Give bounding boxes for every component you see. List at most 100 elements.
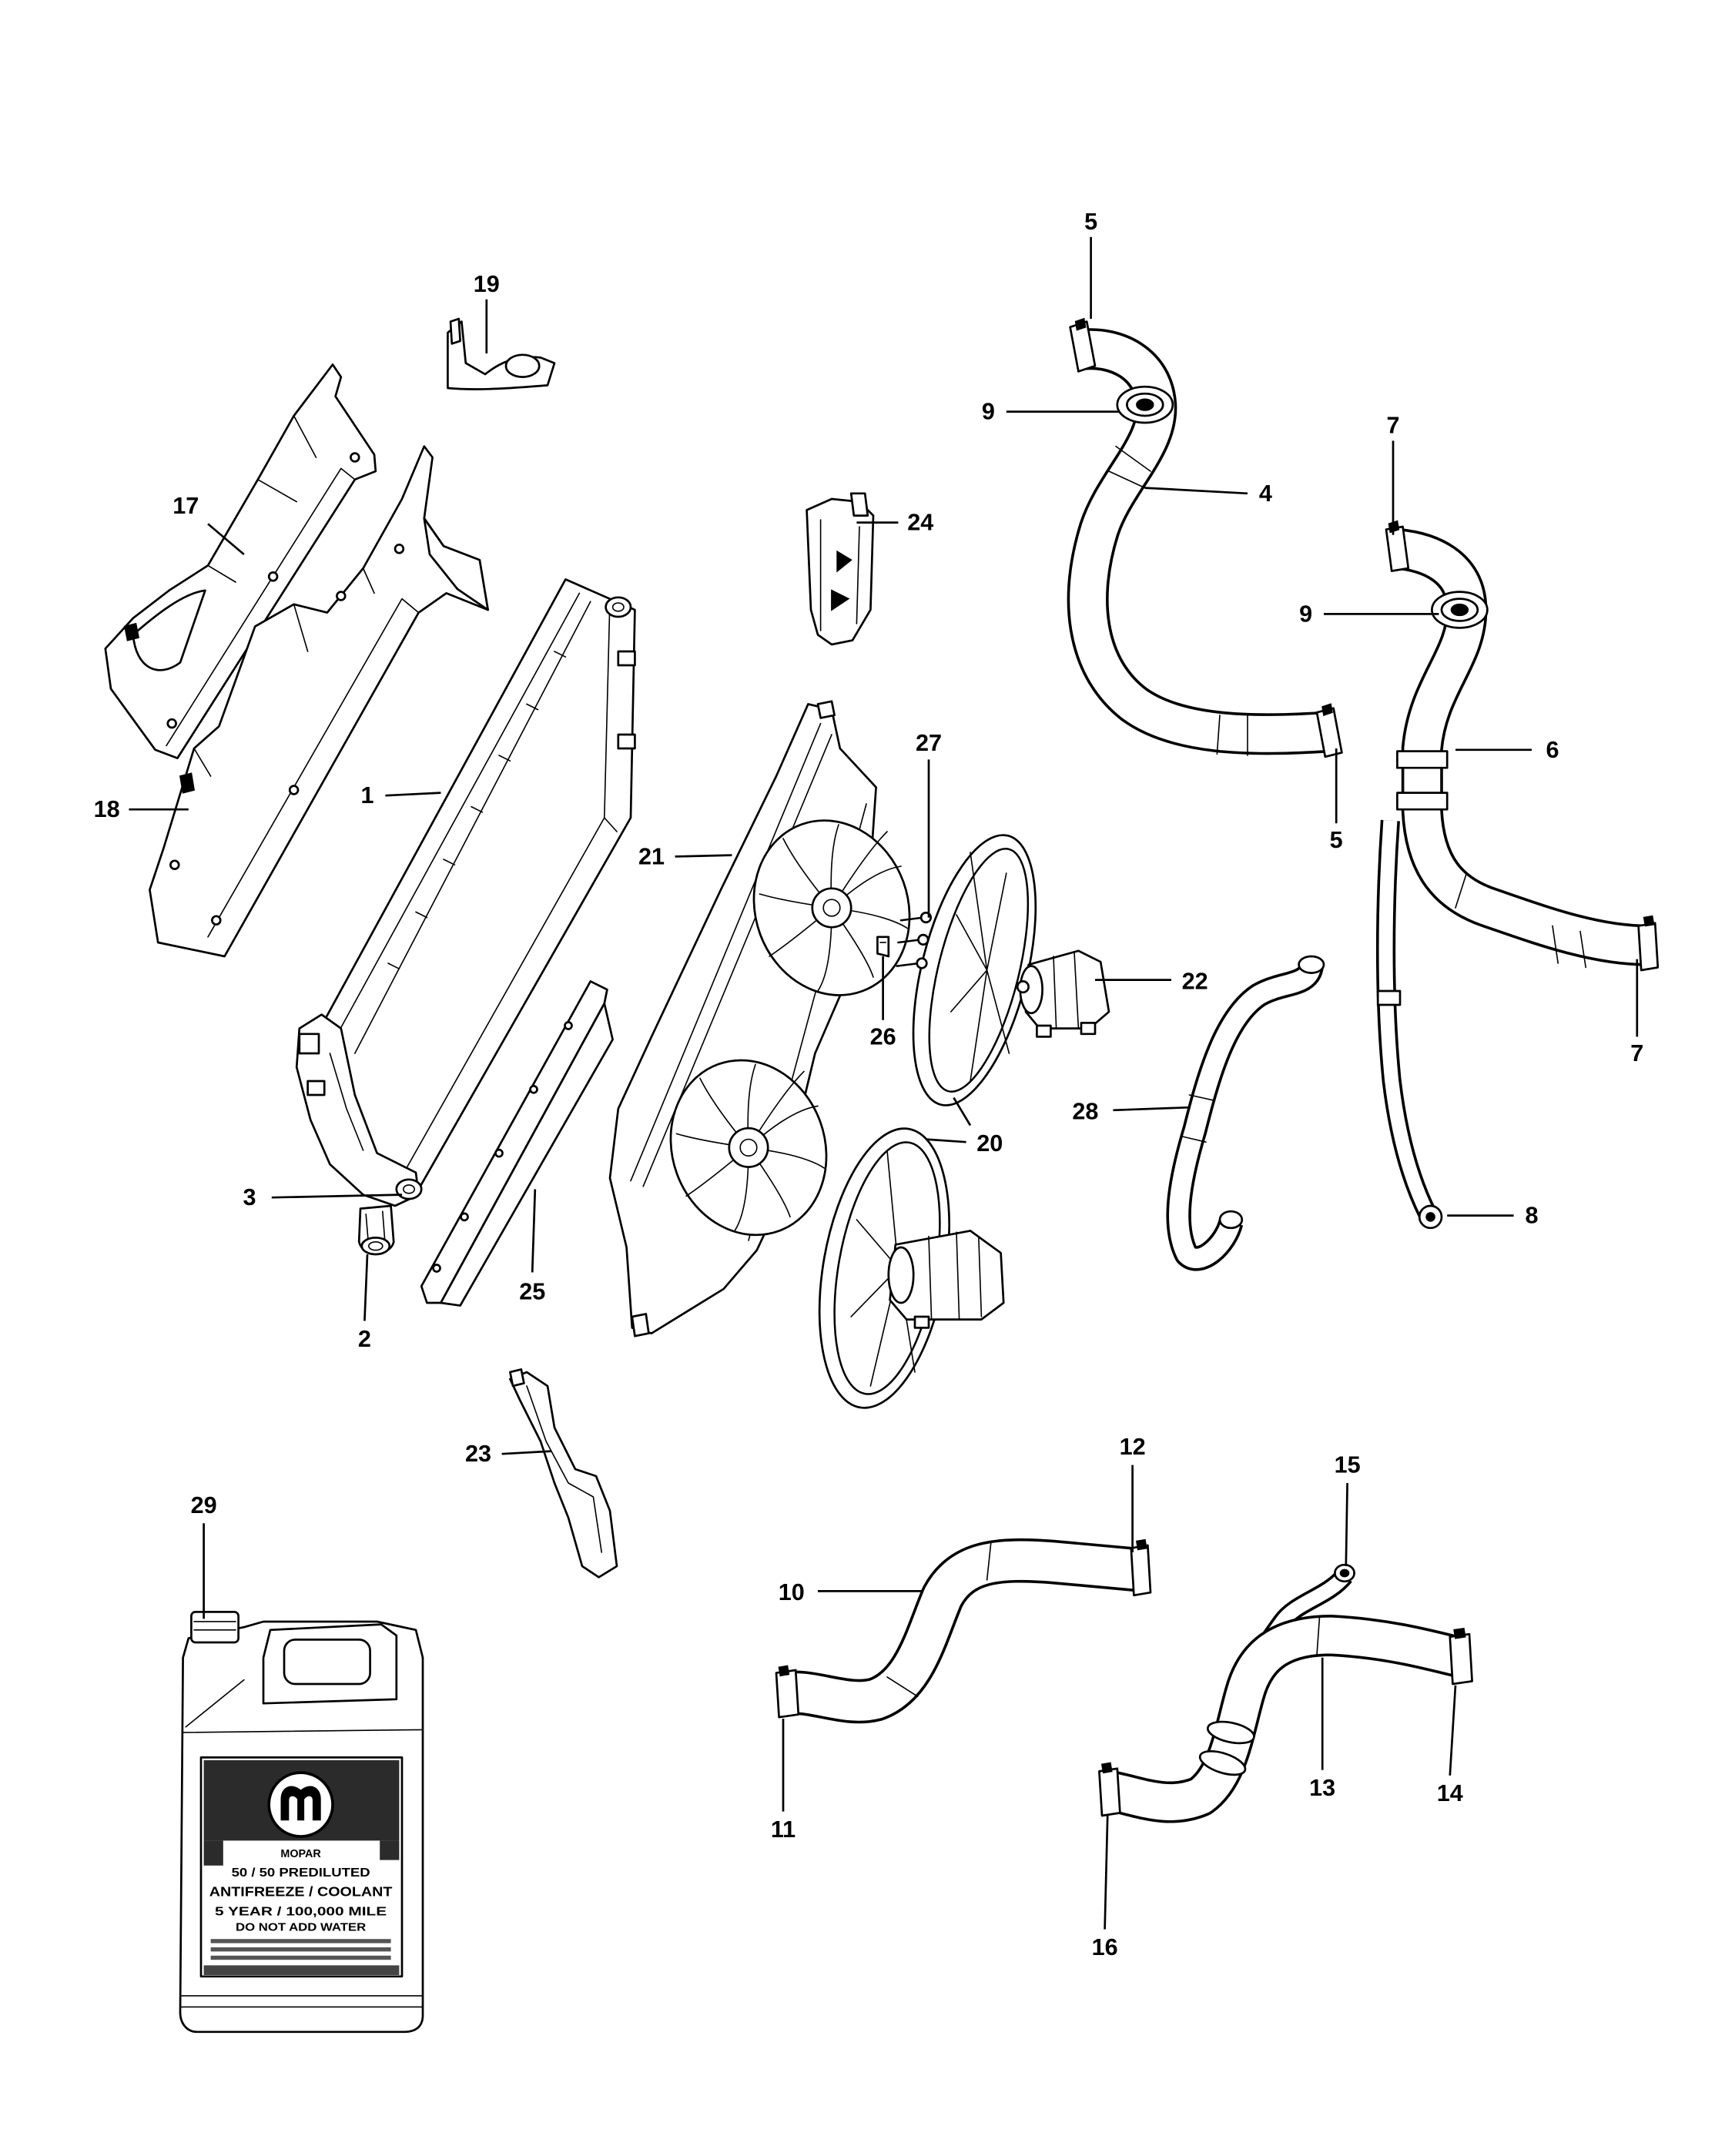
part-1-radiator-detail	[353, 601, 591, 1054]
part-18-air-deflector-detail	[423, 517, 489, 611]
callout-18: 18	[94, 796, 120, 822]
part-24-bracket-detail	[836, 550, 852, 573]
hose-band	[1396, 750, 1449, 769]
leader-line-20-lower	[926, 1138, 966, 1143]
callout-4: 4	[1259, 480, 1272, 507]
part-20-fan-lower	[818, 1127, 1005, 1409]
part-21-fan-shroud-detail	[816, 700, 836, 719]
lower-fan-motor-detail	[889, 1230, 1005, 1321]
part-5-clamp-lower	[1315, 703, 1343, 758]
part-20-fan-upper-detail	[950, 852, 1010, 1082]
part-19-bracket-detail	[504, 353, 541, 378]
part-4-radiator-hose	[1067, 317, 1343, 758]
callout-3: 3	[243, 1184, 256, 1210]
part-1-radiator-detail	[611, 602, 625, 612]
part-3-outlet-fitting-detail	[395, 1178, 423, 1200]
part-10-heater-hose	[775, 1538, 1152, 1724]
part-27-screws	[896, 911, 933, 969]
part-24-bracket-detail	[819, 519, 860, 631]
part-1-radiator-detail	[617, 733, 636, 750]
part-11-clamp-detail	[775, 1669, 800, 1719]
jug-line-predilute: 50 / 50 PREDILUTED	[232, 1866, 370, 1880]
part-27-screws-detail	[896, 916, 925, 967]
part-7-clamp-lower	[1637, 915, 1660, 972]
part-18-air-deflector	[149, 445, 489, 958]
part-2-drain-petcock-detail	[367, 1240, 384, 1251]
part-6-radiator-hose-detail	[1395, 531, 1647, 963]
part-7-clamp-lower-detail	[1637, 922, 1660, 972]
lower-fan-motor-detail	[928, 1231, 983, 1321]
label-bottom-band	[203, 1965, 400, 1975]
part-19-bracket-detail	[449, 317, 461, 345]
part-25-seal-strip-detail	[564, 1021, 573, 1030]
part-8-clamp	[1418, 1204, 1443, 1230]
shroud-upper-fan-rotor-detail	[759, 824, 909, 992]
part-4-radiator-hose-detail	[1070, 330, 1330, 752]
part-1-radiator-detail	[306, 1080, 326, 1096]
shroud-upper-fan-rotor-detail	[811, 887, 852, 929]
part-28-coolant-tube-detail	[1218, 1210, 1244, 1230]
leader-line-3	[271, 1194, 403, 1199]
part-7-clamp-upper	[1385, 520, 1410, 572]
part-27-screws-detail	[916, 957, 928, 969]
lower-fan-motor	[887, 1230, 1005, 1329]
part-6-radiator-hose-detail	[1378, 819, 1435, 1217]
part-14-clamp	[1449, 1627, 1473, 1686]
callout-1: 1	[360, 782, 373, 808]
part-28-coolant-tube-detail	[1298, 955, 1325, 974]
part-11-clamp-detail	[778, 1665, 790, 1677]
callout-9-b: 9	[1299, 601, 1312, 627]
part-29-coolant-jug-detail	[283, 1639, 371, 1686]
part-22-fan-motor-detail	[1024, 949, 1110, 1029]
leader-line-4	[1144, 487, 1248, 495]
part-28-coolant-tube-detail	[1169, 963, 1321, 1268]
part-8-clamp-detail	[1425, 1212, 1435, 1222]
jug-line-duration: 5 YEAR / 100,000 MILE	[215, 1906, 387, 1919]
callout-8: 8	[1525, 1203, 1538, 1229]
part-24-bracket	[806, 492, 875, 646]
part-18-air-deflector-detail	[169, 859, 180, 870]
part-25-seal-strip-detail	[460, 1212, 469, 1222]
shroud-lower-fan-rotor	[669, 1059, 828, 1237]
part-17-air-deflector-detail	[207, 415, 317, 583]
leader-line-1	[385, 792, 441, 797]
part-20-fan-upper	[912, 834, 1037, 1106]
part-17-air-deflector	[104, 363, 377, 759]
part-18-air-deflector-detail	[288, 785, 300, 795]
callout-23: 23	[465, 1441, 491, 1467]
shroud-upper-fan-rotor-detail	[822, 899, 841, 917]
fine-print-bar	[210, 1955, 391, 1960]
part-21-fan-shroud	[608, 700, 911, 1337]
jug-brand: MOPAR	[280, 1848, 321, 1860]
part-5-clamp-lower-detail	[1321, 703, 1333, 716]
mopar-logo-m	[280, 1786, 321, 1821]
part-18-air-deflector-detail	[179, 772, 196, 794]
part-7-clamp-lower-detail	[1643, 915, 1655, 927]
part-24-bracket-detail	[849, 492, 869, 517]
shroud-upper-fan-rotor	[752, 819, 911, 996]
hose-band	[1396, 792, 1449, 811]
part-29-coolant-jug-detail	[193, 1621, 236, 1631]
callout-29: 29	[191, 1492, 217, 1518]
part-3-outlet-fitting	[395, 1178, 423, 1200]
leader-line-23	[501, 1450, 552, 1455]
callout-20: 20	[976, 1130, 1003, 1157]
jug-label: MOPAR 50 / 50 PREDILUTED ANTIFREEZE / CO…	[199, 1756, 404, 1978]
part-18-air-deflector-detail	[394, 544, 405, 554]
part-9-clamp-b-detail	[1450, 603, 1469, 617]
label-dark-band	[380, 1840, 400, 1860]
callout-6: 6	[1546, 737, 1559, 763]
part-13-heater-hose	[1098, 1563, 1473, 1823]
part-19-bracket-detail	[447, 320, 556, 390]
part-17-air-deflector-detail	[123, 622, 140, 641]
lower-fan-motor-detail	[913, 1315, 930, 1329]
hose-band	[1198, 1749, 1247, 1776]
part-13-heater-hose-detail	[1105, 1617, 1465, 1820]
part-25-seal-strip-detail	[432, 1264, 441, 1273]
part-18-air-deflector-detail	[207, 598, 420, 938]
part-17-air-deflector-detail	[166, 467, 356, 747]
callout-7-lower: 7	[1630, 1040, 1643, 1066]
part-20-fan-lower-detail	[850, 1150, 916, 1387]
callout-21: 21	[638, 843, 665, 869]
part-1-radiator-detail	[605, 596, 632, 618]
